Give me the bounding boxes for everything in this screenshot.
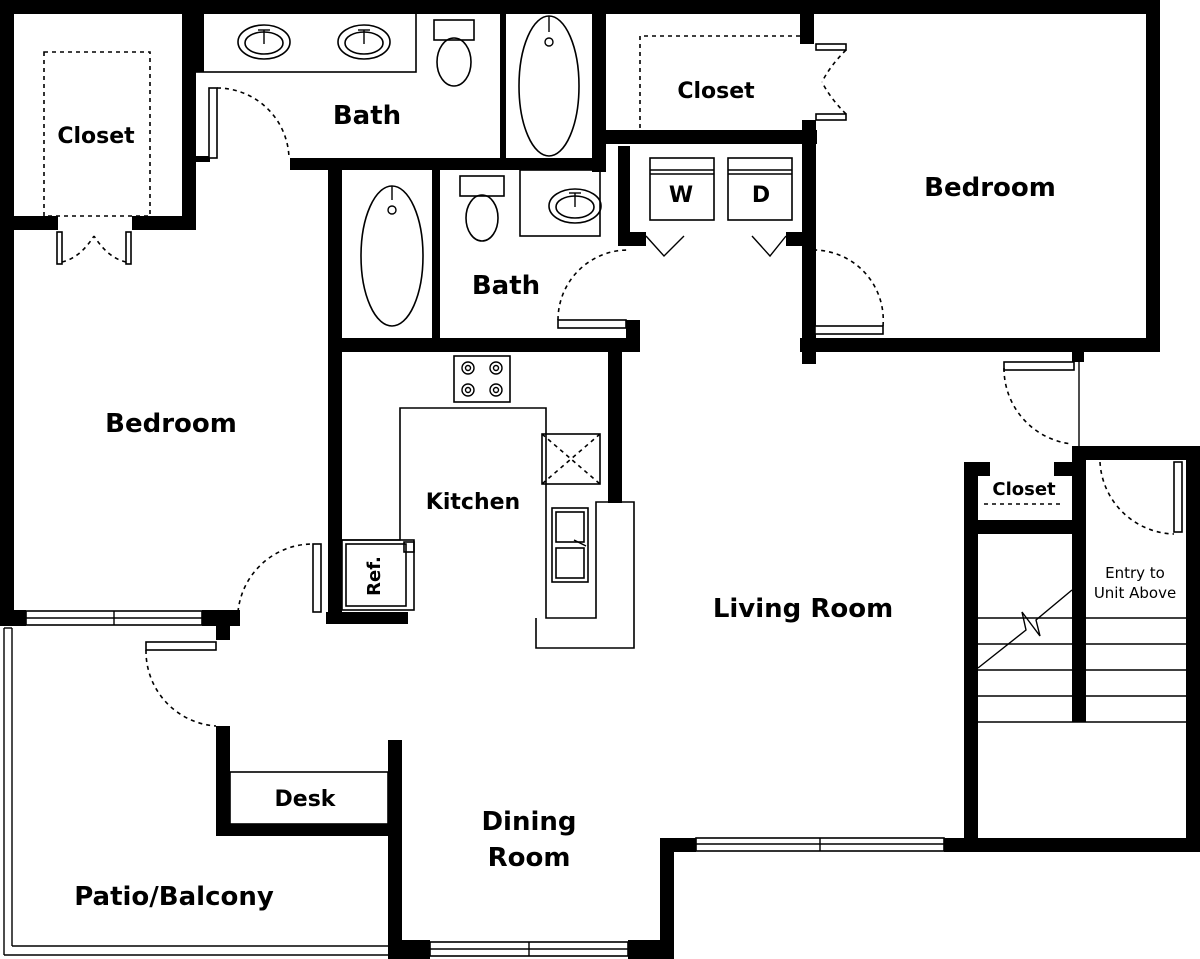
- sink-icon: [337, 24, 391, 60]
- dishwasher-icon: [541, 433, 601, 485]
- sink-icon: [237, 24, 291, 60]
- dining-room-label-line2: Room: [488, 843, 571, 873]
- room-labels: Closet Bath Closet Bedroom W D Bath Bedr…: [57, 79, 1176, 912]
- desk-label: Desk: [275, 787, 337, 812]
- closet-top-right-label: Closet: [677, 79, 755, 104]
- dryer-icon: [727, 157, 793, 221]
- entry-label-line2: Unit Above: [1094, 584, 1176, 602]
- closet-left-label: Closet: [57, 124, 135, 149]
- doors: [56, 43, 1183, 727]
- bath-middle-label: Bath: [472, 271, 540, 301]
- refrigerator-label: Ref.: [364, 556, 385, 596]
- bathtub-icon: [360, 185, 424, 327]
- dining-room-label-line1: Dining: [481, 807, 576, 837]
- kitchen-label: Kitchen: [426, 490, 520, 515]
- toilet-icon: [459, 175, 505, 242]
- fixtures: [43, 11, 1186, 825]
- windows: [3, 610, 945, 957]
- toilet-icon: [433, 19, 475, 87]
- bedroom-left-label: Bedroom: [105, 409, 237, 439]
- washer-label: W: [669, 183, 693, 208]
- bathtub-icon: [518, 15, 580, 157]
- dryer-label: D: [752, 183, 770, 208]
- living-room-label: Living Room: [713, 594, 893, 624]
- washer-icon: [649, 157, 715, 221]
- kitchen-sink-icon: [551, 507, 589, 583]
- refrigerator-icon: [341, 539, 415, 611]
- bath-top-label: Bath: [333, 101, 401, 131]
- stairs-icon: [977, 589, 1186, 723]
- closet-small-label: Closet: [992, 479, 1056, 500]
- stove-icon: [453, 355, 511, 403]
- patio-balcony-label: Patio/Balcony: [74, 882, 274, 912]
- sink-icon: [548, 188, 602, 224]
- bedroom-right-label: Bedroom: [924, 173, 1056, 203]
- entry-label-line1: Entry to: [1105, 564, 1165, 582]
